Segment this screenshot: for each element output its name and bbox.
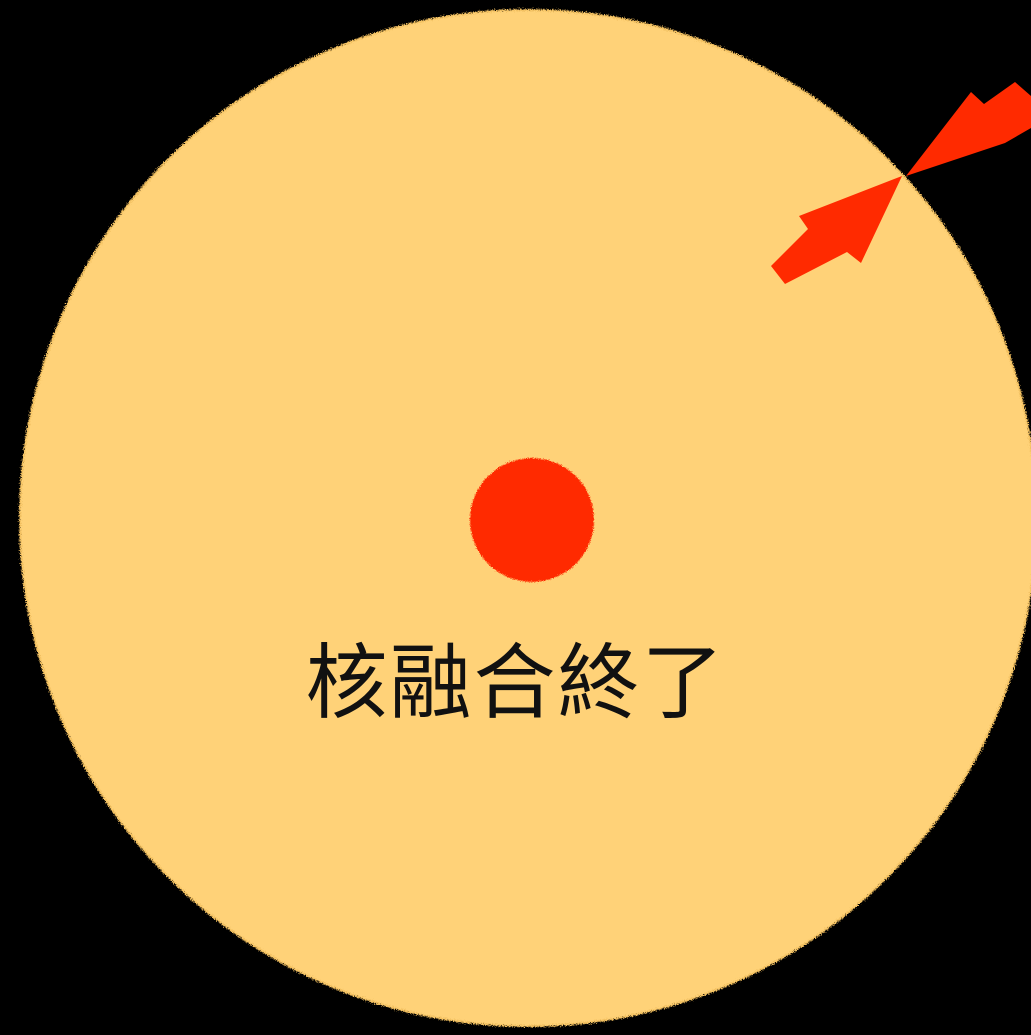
star-core — [470, 458, 594, 582]
inward-arrow-upper — [906, 82, 1031, 176]
fusion-ended-label: 核融合終了 — [0, 636, 1031, 732]
